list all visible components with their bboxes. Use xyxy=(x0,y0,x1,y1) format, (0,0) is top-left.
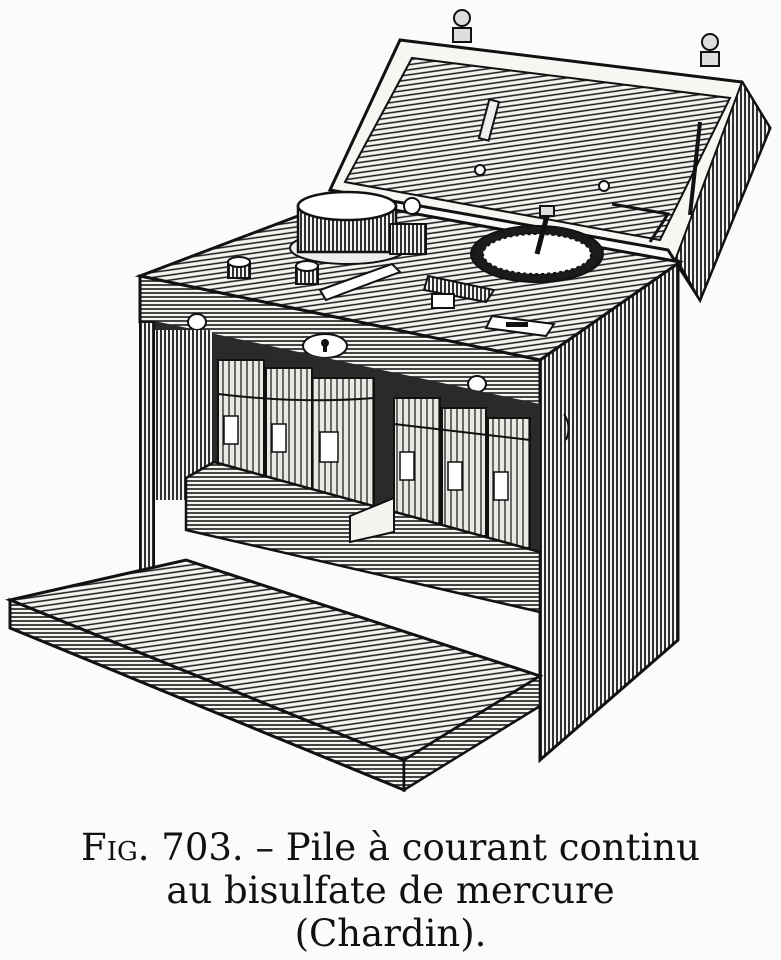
terminal-plate-icon xyxy=(484,314,556,338)
lid-finial-right-icon xyxy=(700,33,720,67)
terminal-knob-icon xyxy=(227,256,251,279)
caption-title-line-3: (Chardin). xyxy=(294,912,487,955)
terminal-knob-icon xyxy=(295,260,319,285)
cell-jar xyxy=(311,377,375,507)
figure-number: 703. xyxy=(161,826,244,869)
inner-tray xyxy=(184,460,542,614)
switch-lever-icon xyxy=(318,262,402,302)
caption-line-1: Fig. 703. – Pile à courant continu xyxy=(0,826,781,869)
keyhole-icon xyxy=(302,333,348,359)
front-flap xyxy=(5,558,544,793)
cell-jar xyxy=(393,397,441,525)
caption-dash: – xyxy=(255,826,274,869)
lid-finial-left-icon xyxy=(452,9,472,43)
battery-box-illustration xyxy=(5,9,772,793)
galvanometer-icon xyxy=(289,190,427,265)
cell-jar xyxy=(441,407,487,537)
figure-label: Fig. xyxy=(81,826,150,869)
box-lid xyxy=(327,38,772,304)
rheostat-dial-icon xyxy=(470,205,604,283)
figure-caption: Fig. 703. – Pile à courant continu au bi… xyxy=(0,826,781,955)
box-front-post xyxy=(139,321,155,581)
commutator-key-icon xyxy=(422,274,496,309)
caption-title-line-1: Pile à courant continu xyxy=(285,826,700,869)
caption-title-line-2: au bisulfate de mercure xyxy=(166,869,615,912)
cell-jar xyxy=(265,367,313,497)
